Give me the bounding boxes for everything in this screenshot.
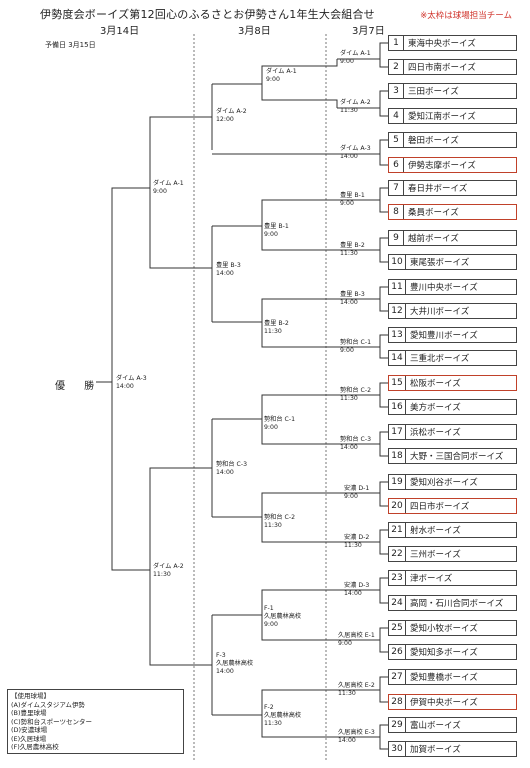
spare-day: 予備日 3月15日 <box>45 41 96 49</box>
venue-list: 【使用球場】 (A)ダイムスタジアム伊勢 (B)豊里球場 (C)勢和台スポーツセ… <box>7 689 184 754</box>
date-header-round1: 3月7日 <box>352 26 385 37</box>
venue-item: (C)勢和台スポーツセンター <box>11 717 92 726</box>
venue-item: (D)安濃球場 <box>11 726 48 734</box>
venue-item: (E)久居球場 <box>11 734 47 743</box>
highlight-note: ※太枠は球場担当チーム <box>420 11 512 21</box>
venue-heading: 【使用球場】 <box>11 692 50 700</box>
venue-item: (F)久居農林高校 <box>11 743 59 751</box>
date-header-final: 3月14日 <box>100 26 140 37</box>
date-header-round2: 3月8日 <box>238 26 271 37</box>
champion-label: 優 勝 <box>55 381 103 392</box>
venue-item: (B)豊里球場 <box>11 709 47 717</box>
page-title: 伊勢度会ボーイズ第12回心のふるさとお伊勢さん1年生大会組合せ <box>40 8 375 21</box>
venue-item: (A)ダイムスタジアム伊勢 <box>11 700 85 709</box>
